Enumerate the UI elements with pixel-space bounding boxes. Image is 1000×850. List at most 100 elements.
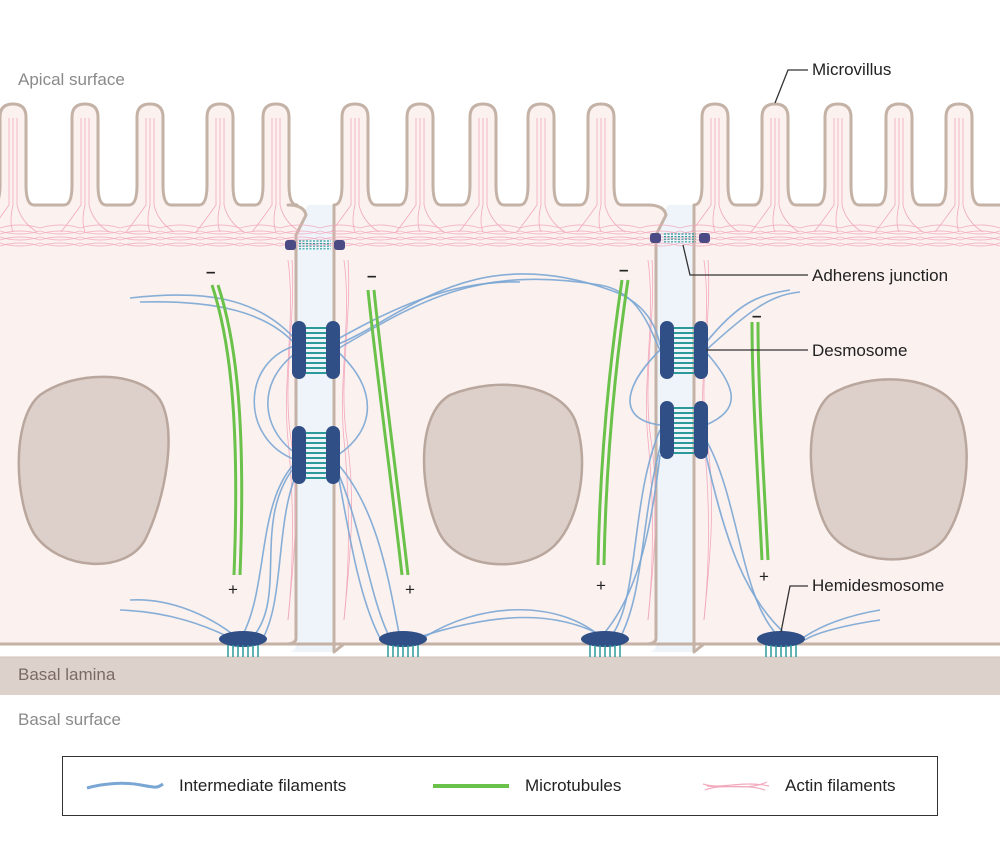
- actin-microvillus-core: [480, 118, 484, 233]
- intermediate-filament-18: [609, 429, 661, 639]
- intermediate-filament-14: [337, 473, 381, 639]
- intermediate-filament-17: [629, 349, 661, 426]
- actin-microvillus-core: [516, 118, 538, 233]
- actin-microvillus-core: [395, 118, 417, 233]
- hemidesmosome-4: [757, 631, 805, 657]
- intermediate-filament-28: [799, 609, 881, 641]
- actin-microvillus-core: [60, 118, 82, 233]
- apical-surface-label: Apical surface: [18, 70, 125, 89]
- adherens-junction-1-left: [285, 240, 296, 250]
- legend-microtubules-text: Microtubules: [525, 776, 622, 795]
- leader-lines: [682, 69, 808, 633]
- desmosome-2-plaque-left: [292, 426, 306, 484]
- actin-microvillus-core: [82, 118, 86, 233]
- actin-microvillus-core: [576, 118, 598, 233]
- plus-mark-3: +: [596, 576, 606, 595]
- actin-lateral-filament: [286, 259, 293, 621]
- actin-microvillus-core: [417, 118, 421, 233]
- intermediate-filament-22: [703, 291, 801, 353]
- microtubule-1-2: [216, 284, 244, 576]
- actin-microvillus-core: [279, 118, 301, 233]
- actin-microvillus-core: [956, 118, 960, 233]
- desmosome-1-plaque-right: [326, 321, 340, 379]
- desmosome-1-plaque-left: [292, 321, 306, 379]
- microtubule-1-1: [210, 284, 238, 576]
- intermediate-filament-29: [804, 619, 881, 641]
- intermediate-filament-23: [703, 349, 732, 426]
- intermediate-filament-11: [335, 349, 369, 456]
- nucleus-1: [17, 375, 170, 566]
- plus-mark-2: +: [405, 580, 415, 599]
- microtubule-3-2: [602, 279, 630, 566]
- actin-lateral-filament: [287, 259, 296, 621]
- intermediate-filament-1: [129, 294, 301, 346]
- intermediate-filament-3: [267, 349, 301, 456]
- actin-microvillus-core: [358, 118, 380, 233]
- intermediate-filament-12: [335, 461, 401, 639]
- junctions-layer: [219, 233, 805, 657]
- legend: Intermediate filaments Microtubules Acti…: [62, 756, 938, 816]
- intermediate-filament-20: [599, 454, 661, 639]
- nucleus-3: [809, 378, 968, 561]
- actin-microvillus-core: [352, 118, 356, 233]
- actin-microvillus-core: [712, 118, 716, 233]
- actin-microvillus-core: [544, 118, 566, 233]
- actin-microvillus-core: [273, 118, 277, 233]
- actin-microvillus-core: [486, 118, 508, 233]
- intermediate-filament-2: [139, 300, 301, 351]
- adherens-junction-2-left: [650, 233, 661, 243]
- actin-terminal-web: [0, 242, 1000, 247]
- hemidesmosome-1-plaque: [219, 631, 267, 647]
- desmosome-label: Desmosome: [812, 341, 908, 360]
- actin-lateral-filament: [646, 259, 653, 621]
- actin-filament-swatch: [702, 781, 770, 791]
- actin-microvillus-core: [217, 118, 221, 233]
- microtubule-swatch: [433, 784, 509, 788]
- hemidesmosome-3-plaque: [581, 631, 629, 647]
- nuclei-layer: [17, 375, 968, 566]
- intermediate-filament-8: [335, 273, 661, 346]
- actin-terminal-web: [0, 230, 1000, 235]
- actin-microvillus-core: [718, 118, 740, 233]
- actin-microvillus-core: [147, 118, 151, 233]
- desmosome-1: [292, 321, 340, 379]
- actin-microvillus-core: [772, 118, 776, 233]
- actin-microvillus-core: [896, 118, 900, 233]
- microtubule-4-2: [756, 321, 770, 561]
- intermediate-filament-4: [253, 344, 299, 461]
- actin-microvillus-core: [902, 118, 924, 233]
- intercellular-space-1: [286, 205, 342, 652]
- legend-actin-text: Actin filaments: [785, 776, 896, 795]
- plus-mark-1: +: [228, 580, 238, 599]
- hemidesmosome-label: Hemidesmosome: [812, 576, 945, 595]
- hemidesmosome-1: [219, 631, 267, 657]
- actin-microvillus-core: [458, 118, 480, 233]
- cell-2-outline: [332, 102, 668, 654]
- actin-microvillus-core: [750, 118, 772, 233]
- actin-microvillus-core: [153, 118, 175, 233]
- actin-microvillus-core: [423, 118, 445, 233]
- adherens-junction-2: [650, 233, 710, 243]
- actin-microvillus-core: [16, 118, 38, 233]
- hemidesmosome-2-plaque: [379, 631, 427, 647]
- minus-mark-3: –: [619, 260, 629, 279]
- adherens-junction-1: [285, 240, 345, 250]
- intermediate-filament-24: [705, 439, 781, 639]
- intermediate-filament-swatch: [86, 781, 164, 790]
- actin-lateral-filament: [343, 259, 352, 621]
- actin-microvillus-core: [598, 118, 602, 233]
- minus-mark-2: –: [367, 266, 377, 285]
- microtubule-3-1: [596, 279, 624, 566]
- intermediate-filament-6: [249, 464, 297, 641]
- actin-terminal-web: [0, 242, 1000, 247]
- intermediate-filaments-layer: [119, 273, 881, 641]
- intermediate-filament-5: [239, 459, 299, 641]
- actin-microvillus-core: [251, 118, 273, 233]
- actin-microvillus-core: [813, 118, 835, 233]
- desmosome-3-plaque-left: [660, 321, 674, 379]
- desmosome-3-plaque-right: [694, 321, 708, 379]
- actin-terminal-web: [0, 236, 1000, 241]
- intermediate-filament-10: [335, 281, 521, 341]
- adherens-junction-1-right: [334, 240, 345, 250]
